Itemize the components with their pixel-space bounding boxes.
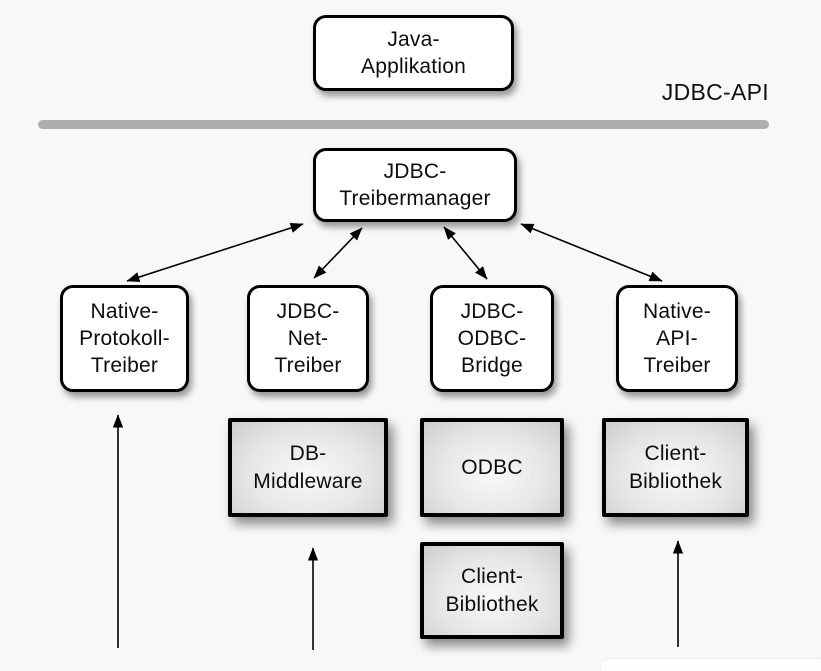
node-odbc: ODBC (420, 418, 564, 517)
node-native-api-treiber: Native- API- Treiber (616, 285, 738, 392)
arrow-treibermanager-jdbc-odbc (443, 226, 488, 280)
jdbc-api-label: JDBC-API (661, 79, 769, 105)
jdbc-api-divider-line (38, 120, 769, 129)
node-jdbc-treibermanager: JDBC- Treibermanager (313, 148, 517, 222)
node-native-protokoll-treiber: Native- Protokoll- Treiber (60, 285, 189, 392)
node-client-bibliothek-mitte: Client- Bibliothek (420, 542, 564, 639)
node-db-middleware: DB- Middleware (228, 418, 388, 517)
arrow-treibermanager-native-api (520, 223, 663, 282)
partial-box-bottom-right (601, 659, 821, 671)
node-client-bibliothek-rechts: Client- Bibliothek (602, 418, 749, 517)
node-jdbc-net-treiber: JDBC- Net- Treiber (247, 285, 369, 392)
arrow-treibermanager-native-protokoll (126, 222, 304, 283)
node-java-applikation: Java- Applikation (313, 15, 514, 91)
node-jdbc-odbc-bridge: JDBC- ODBC- Bridge (430, 285, 554, 392)
arrow-treibermanager-jdbc-net (313, 227, 363, 279)
